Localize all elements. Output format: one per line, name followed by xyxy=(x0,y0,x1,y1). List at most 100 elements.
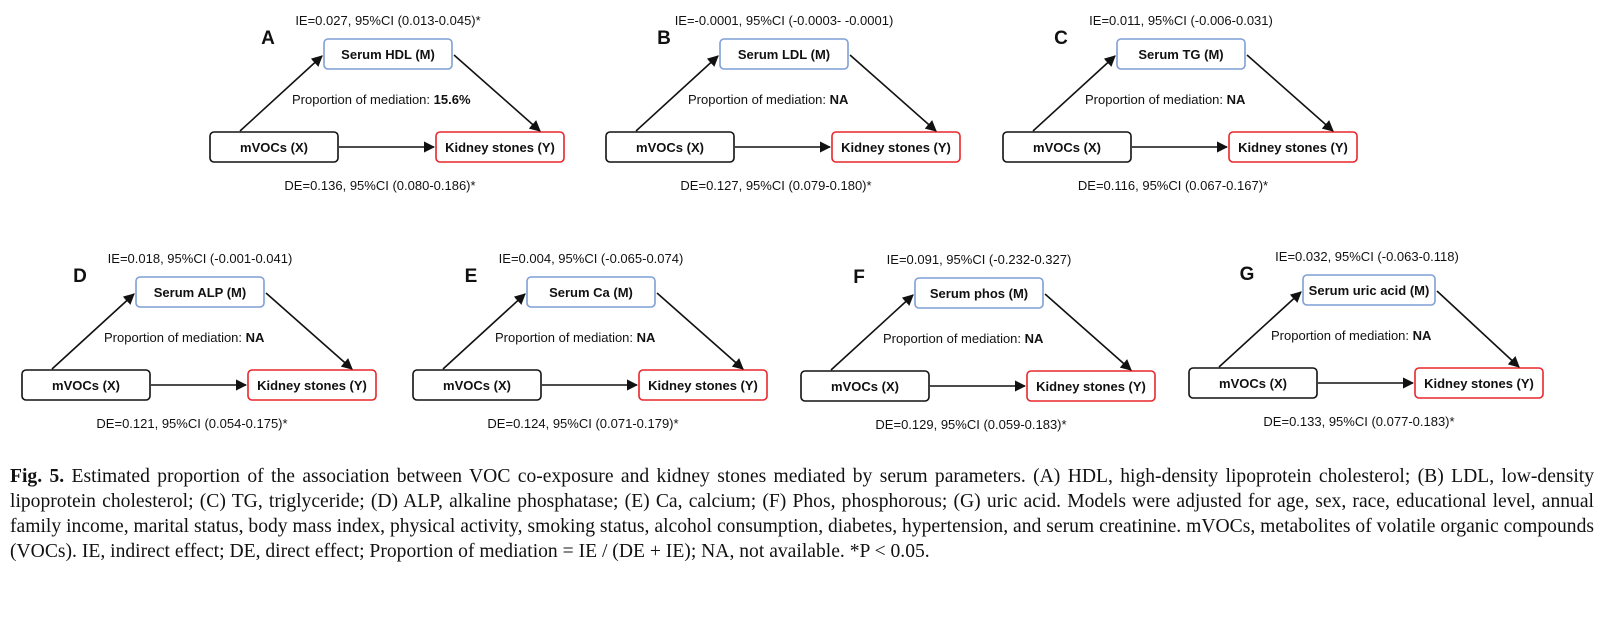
outcome-label: Kidney stones (Y) xyxy=(1238,140,1348,155)
outcome-box xyxy=(1026,370,1156,402)
indirect-effect-label: IE=0.011, 95%CI (-0.006-0.031) xyxy=(1089,13,1273,28)
panel-letter: C xyxy=(1054,28,1068,49)
exposure-box xyxy=(605,131,735,163)
indirect-effect-label: IE=0.032, 95%CI (-0.063-0.118) xyxy=(1275,249,1459,264)
mediator-box xyxy=(719,38,849,70)
mediator-to-outcome-arrow xyxy=(1246,54,1334,132)
exposure-box xyxy=(21,369,151,401)
exposure-to-mediator-arrow xyxy=(1218,291,1302,368)
outcome-label: Kidney stones (Y) xyxy=(841,140,951,155)
mediator-to-outcome-arrow xyxy=(1436,290,1520,368)
outcome-label: Kidney stones (Y) xyxy=(445,140,555,155)
indirect-effect-label: IE=0.091, 95%CI (-0.232-0.327) xyxy=(887,252,1072,267)
mediator-label: Serum TG (M) xyxy=(1138,47,1223,62)
direct-effect-label: DE=0.121, 95%CI (0.054-0.175)* xyxy=(96,416,287,431)
mediation-panel-d: D IE=0.018, 95%CI (-0.001-0.041) Serum ALP… xyxy=(21,251,377,431)
proportion-value: NA xyxy=(1227,92,1246,107)
outcome-label: Kidney stones (Y) xyxy=(648,378,758,393)
mediator-box xyxy=(1116,38,1246,70)
mediator-label: Serum phos (M) xyxy=(930,286,1028,301)
mediator-to-outcome-arrow xyxy=(265,292,353,370)
exposure-label: mVOCs (X) xyxy=(443,378,511,393)
proportion-value: NA xyxy=(1025,331,1044,346)
proportion-value: NA xyxy=(637,330,656,345)
exposure-label: mVOCs (X) xyxy=(1033,140,1101,155)
panel-letter: F xyxy=(853,267,865,288)
direct-effect-label: DE=0.127, 95%CI (0.079-0.180)* xyxy=(680,178,871,193)
direct-effect-label: DE=0.116, 95%CI (0.067-0.167)* xyxy=(1078,178,1268,193)
proportion-label: Proportion of mediation: xyxy=(292,92,434,107)
mediation-panel-e: E IE=0.004, 95%CI (-0.065-0.074) Serum Ca … xyxy=(412,251,768,431)
mediator-to-outcome-arrow xyxy=(656,292,744,370)
mediator-label: Serum LDL (M) xyxy=(738,47,830,62)
outcome-box xyxy=(247,369,377,401)
outcome-box xyxy=(435,131,565,163)
outcome-box xyxy=(1228,131,1358,163)
exposure-to-mediator-arrow xyxy=(239,55,323,132)
mediation-panel-g: GIE=0.032, 95%CI (-0.063-0.118)Serum uri… xyxy=(1188,249,1544,429)
proportion-of-mediation: Proportion of mediation: NA xyxy=(883,331,1044,346)
panel-letter: B xyxy=(657,28,671,49)
outcome-box xyxy=(1414,367,1544,399)
outcome-box xyxy=(831,131,961,163)
direct-effect-label: DE=0.124, 95%CI (0.071-0.179)* xyxy=(487,416,678,431)
exposure-to-mediator-arrow xyxy=(830,294,914,371)
mediator-box xyxy=(914,277,1044,309)
panel-letter: D xyxy=(73,266,87,287)
proportion-of-mediation: Proportion of mediation: NA xyxy=(688,92,849,107)
mediation-panel-c: C IE=0.011, 95%CI (-0.006-0.031) Serum TG … xyxy=(1002,13,1358,193)
proportion-label: Proportion of mediation: xyxy=(1085,92,1227,107)
indirect-effect-label: IE=0.027, 95%CI (0.013-0.045)* xyxy=(295,13,480,28)
proportion-of-mediation: Proportion of mediation: NA xyxy=(495,330,656,345)
exposure-to-mediator-arrow xyxy=(635,55,719,132)
proportion-label: Proportion of mediation: xyxy=(495,330,637,345)
mediation-diagrams: A IE=0.027, 95%CI (0.013-0.045)* Serum HDL… xyxy=(21,13,1544,432)
exposure-label: mVOCs (X) xyxy=(52,378,120,393)
exposure-to-mediator-arrow xyxy=(51,293,135,370)
proportion-label: Proportion of mediation: xyxy=(883,331,1025,346)
proportion-value: NA xyxy=(246,330,265,345)
outcome-label: Kidney stones (Y) xyxy=(257,378,367,393)
panel-letter: E xyxy=(465,266,478,287)
outcome-label: Kidney stones (Y) xyxy=(1424,376,1534,391)
mediator-box xyxy=(1302,274,1436,306)
outcome-box xyxy=(638,369,768,401)
mediator-to-outcome-arrow xyxy=(453,54,541,132)
proportion-of-mediation: Proportion of mediation: NA xyxy=(1271,328,1432,343)
proportion-value: NA xyxy=(1413,328,1432,343)
proportion-of-mediation: Proportion of mediation: 15.6% xyxy=(292,92,471,107)
mediator-to-outcome-arrow xyxy=(849,54,937,132)
direct-effect-label: DE=0.129, 95%CI (0.059-0.183)* xyxy=(875,417,1066,432)
mediation-panel-b: B IE=-0.0001, 95%CI (-0.0003- -0.0001) Ser… xyxy=(605,13,961,193)
exposure-label: mVOCs (X) xyxy=(1219,376,1287,391)
proportion-value: 15.6% xyxy=(434,92,471,107)
exposure-label: mVOCs (X) xyxy=(636,140,704,155)
exposure-box xyxy=(800,370,930,402)
mediation-panel-f: F IE=0.091, 95%CI (-0.232-0.327) Serum pho… xyxy=(800,252,1156,432)
mediation-panel-a: A IE=0.027, 95%CI (0.013-0.045)* Serum HDL… xyxy=(209,13,565,193)
mediator-label: Serum uric acid (M) xyxy=(1309,283,1430,298)
mediator-box xyxy=(323,38,453,70)
exposure-box xyxy=(1188,367,1318,399)
proportion-label: Proportion of mediation: xyxy=(688,92,830,107)
exposure-label: mVOCs (X) xyxy=(831,379,899,394)
figure-caption: Fig. 5. Estimated proportion of the asso… xyxy=(10,464,1594,564)
proportion-of-mediation: Proportion of mediation: NA xyxy=(1085,92,1246,107)
indirect-effect-label: IE=0.004, 95%CI (-0.065-0.074) xyxy=(499,251,684,266)
proportion-value: NA xyxy=(830,92,849,107)
mediator-label: Serum ALP (M) xyxy=(154,285,246,300)
proportion-label: Proportion of mediation: xyxy=(1271,328,1413,343)
exposure-to-mediator-arrow xyxy=(1032,55,1116,132)
direct-effect-label: DE=0.136, 95%CI (0.080-0.186)* xyxy=(284,178,475,193)
proportion-label: Proportion of mediation: xyxy=(104,330,246,345)
panel-letter: A xyxy=(261,28,275,49)
caption-text: Estimated proportion of the association … xyxy=(10,466,1594,562)
mediator-label: Serum HDL (M) xyxy=(341,47,435,62)
mediator-box xyxy=(135,276,265,308)
direct-effect-label: DE=0.133, 95%CI (0.077-0.183)* xyxy=(1263,414,1454,429)
indirect-effect-label: IE=-0.0001, 95%CI (-0.0003- -0.0001) xyxy=(675,13,894,28)
exposure-box xyxy=(209,131,339,163)
exposure-label: mVOCs (X) xyxy=(240,140,308,155)
indirect-effect-label: IE=0.018, 95%CI (-0.001-0.041) xyxy=(108,251,293,266)
mediator-label: Serum Ca (M) xyxy=(549,285,633,300)
